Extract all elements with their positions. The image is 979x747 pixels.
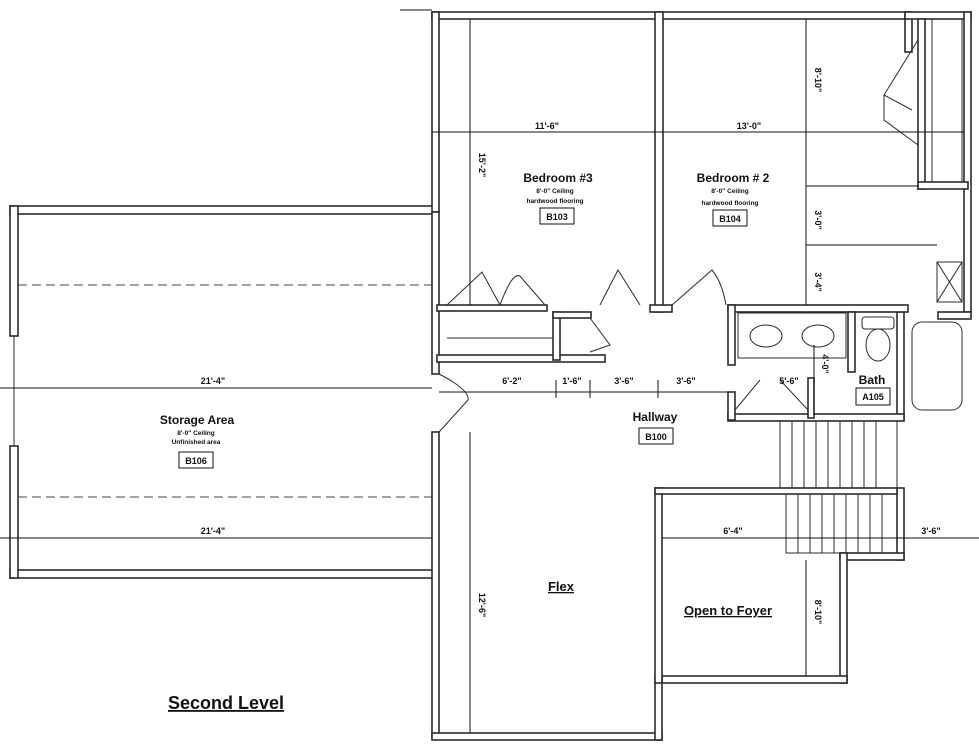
bedroom-3-label: Bedroom #3 8'-0" Ceiling hardwood floori… xyxy=(523,171,593,225)
storage-area-code: B106 xyxy=(185,456,207,466)
bath-code-box xyxy=(855,387,891,406)
hallway-code-box xyxy=(638,427,674,445)
storage-area-label: Storage Area 8'-0" Ceiling Unfinished ar… xyxy=(160,413,235,469)
bedroom-2-label: Bedroom # 2 8'-0" Ceiling hardwood floor… xyxy=(697,171,770,227)
plan-title: Second Level xyxy=(168,693,284,713)
dim-4-0: 4'-0" xyxy=(820,354,830,373)
dim-3-4: 3'-4" xyxy=(813,272,823,291)
bedroom-3-code: B103 xyxy=(546,212,568,222)
bath-code: A105 xyxy=(862,392,884,402)
dim-3-0: 3'-0" xyxy=(813,210,823,229)
storage-area-ceiling: 8'-0" Ceiling xyxy=(177,430,215,437)
flex-room-name: Flex xyxy=(548,579,575,594)
dimension-lines xyxy=(0,9,979,733)
dim-5-6: 5'-6" xyxy=(779,376,798,386)
bedroom-3-floor: hardwood flooring xyxy=(526,198,583,205)
dim-3-6-c: 3'-6" xyxy=(921,526,940,536)
storage-area-floor: Unfinished area xyxy=(172,439,221,446)
open-to-foyer-label: Open to Foyer xyxy=(684,603,772,618)
bedroom-2-ceiling: 8'-0" Ceiling xyxy=(711,188,749,195)
hallway-label: Hallway B100 xyxy=(633,410,678,445)
staircase xyxy=(779,420,898,554)
dim-3-6-b: 3'-6" xyxy=(676,376,695,386)
bath-fixtures xyxy=(737,312,963,411)
bedroom-3-code-box xyxy=(539,207,575,225)
dim-6-2: 6'-2" xyxy=(502,376,521,386)
storage-area-walls xyxy=(9,205,439,579)
bedroom-3-name: Bedroom #3 xyxy=(523,171,593,185)
bedroom-2-code-box xyxy=(712,209,748,227)
bedroom-3-ceiling: 8'-0" Ceiling xyxy=(536,188,574,195)
dim-21-4-top: 21'-4" xyxy=(201,376,225,386)
bath-name: Bath xyxy=(859,373,886,387)
dim-11-6: 11'-6" xyxy=(535,121,559,131)
bedroom-2-floor: hardwood flooring xyxy=(701,200,758,207)
dim-3-6-a: 3'-6" xyxy=(614,376,633,386)
door-swings xyxy=(438,39,919,433)
storage-area-code-box xyxy=(178,451,214,469)
dim-13-0: 13'-0" xyxy=(737,121,761,131)
dim-6-4: 6'-4" xyxy=(723,526,742,536)
hallway-name: Hallway xyxy=(633,410,678,424)
bedroom-2-name: Bedroom # 2 xyxy=(697,171,770,185)
dim-1-6: 1'-6" xyxy=(562,376,581,386)
bath-label: Bath A105 xyxy=(859,373,886,402)
storage-area-name: Storage Area xyxy=(160,413,235,427)
bedroom-2-code: B104 xyxy=(719,214,741,224)
hallway-code: B100 xyxy=(645,432,667,442)
dim-8-10-top: 8'-10" xyxy=(813,68,823,92)
dimension-labels: 11'-6" 13'-0" 15'-2" 8'-10" 3'-0" 3'-4" … xyxy=(201,68,941,624)
dim-21-4-bottom: 21'-4" xyxy=(201,526,225,536)
dim-15-2: 15'-2" xyxy=(477,153,487,177)
bedroom-partitions xyxy=(436,11,969,421)
dim-8-10-bottom: 8'-10" xyxy=(813,600,823,624)
dim-12-6: 12'-6" xyxy=(477,593,487,617)
